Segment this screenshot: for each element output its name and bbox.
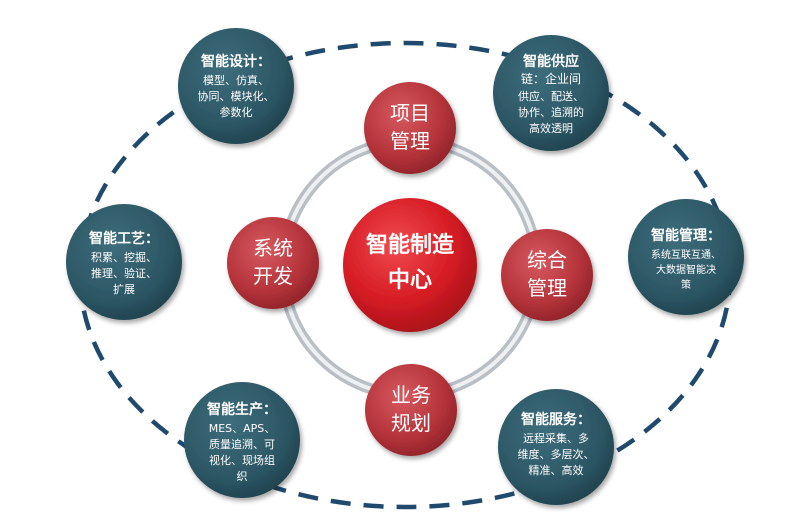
outer-node-text: 精准、高效 <box>529 463 584 477</box>
outer-node-text: 高效透明 <box>529 121 573 135</box>
inner-node-label-line2: 管理 <box>527 276 567 300</box>
center-node: 智能制造 中心 <box>343 198 477 332</box>
outer-node-title: 智能设计： <box>200 53 271 70</box>
inner-node-label-line1: 项目 <box>390 101 430 125</box>
outer-node-text: 协同、模块化、 <box>198 89 275 103</box>
outer-node-text: 扩展 <box>113 282 135 296</box>
outer-node-smart-process: 智能工艺： 积累、挖掘、 推理、验证、 扩展 <box>66 204 182 320</box>
inner-node-circle <box>365 364 457 456</box>
outer-node-text: 远程采集、多 <box>523 431 589 445</box>
outer-node-smart-production: 智能生产： MES、APS、 质量追溯、可 视化、现场组 织 <box>184 382 300 498</box>
outer-node-text: 模型、仿真、 <box>203 73 269 87</box>
inner-node-label-line2: 管理 <box>390 129 430 153</box>
center-label-line1: 智能制造 <box>366 232 454 258</box>
outer-node-text: 策 <box>681 278 691 291</box>
outer-node-title: 智能服务： <box>520 411 591 428</box>
outer-node-title: 智能供应 <box>522 53 579 70</box>
outer-node-text: 积累、挖掘、 <box>91 250 157 264</box>
outer-node-text: 维度、多层次、 <box>518 447 595 461</box>
outer-node-circle <box>184 382 300 498</box>
outer-node-smart-management: 智能管理： 系统互联互通、 大数据智能决 策 <box>628 199 744 315</box>
outer-node-text: 织 <box>237 470 248 483</box>
outer-node-circle <box>178 28 294 144</box>
inner-node-circle <box>501 229 593 321</box>
center-label-line2: 中心 <box>388 268 432 293</box>
outer-node-text: 协作、追溯的 <box>518 105 584 119</box>
outer-node-circle <box>628 199 744 315</box>
inner-node-label-line2: 开发 <box>253 264 293 288</box>
outer-node-smart-design: 智能设计： 模型、仿真、 协同、模块化、 参数化 <box>178 28 294 144</box>
outer-node-title: 智能工艺： <box>88 230 159 247</box>
inner-node-business: 业务 规划 <box>365 364 457 456</box>
outer-node-title: 智能管理： <box>650 227 721 244</box>
outer-node-text: 系统互联互通、 <box>651 248 721 261</box>
inner-node-circle <box>227 217 319 309</box>
outer-node-title: 智能生产： <box>206 401 277 418</box>
outer-node-text: 视化、现场组 <box>209 453 275 467</box>
outer-node-smart-service: 智能服务： 远程采集、多 维度、多层次、 精准、高效 <box>498 389 614 505</box>
inner-node-system: 系统 开发 <box>227 217 319 309</box>
inner-node-integrated: 综合 管理 <box>501 229 593 321</box>
outer-node-circle <box>66 204 182 320</box>
outer-node-text: MES、APS、 <box>209 422 276 435</box>
outer-node-text: 大数据智能决 <box>656 263 716 276</box>
outer-node-text: 质量追溯、可 <box>209 437 275 451</box>
outer-node-smart-supply: 智能供应 链：企业间 供应、配送、 协作、追溯的 高效透明 <box>493 35 609 151</box>
outer-node-text: 链：企业间 <box>521 71 581 86</box>
inner-node-circle <box>364 82 456 174</box>
inner-node-project: 项目 管理 <box>364 82 456 174</box>
outer-node-circle <box>493 35 609 151</box>
outer-node-circle <box>498 389 614 505</box>
inner-node-label-line2: 规划 <box>391 411 431 435</box>
outer-node-text: 参数化 <box>220 105 253 119</box>
center-circle <box>343 198 477 332</box>
inner-node-label-line1: 业务 <box>391 383 431 407</box>
inner-node-label-line1: 系统 <box>253 236 293 260</box>
inner-node-label-line1: 综合 <box>527 248 567 272</box>
outer-node-text: 推理、验证、 <box>91 266 157 280</box>
outer-node-text: 供应、配送、 <box>518 89 584 103</box>
